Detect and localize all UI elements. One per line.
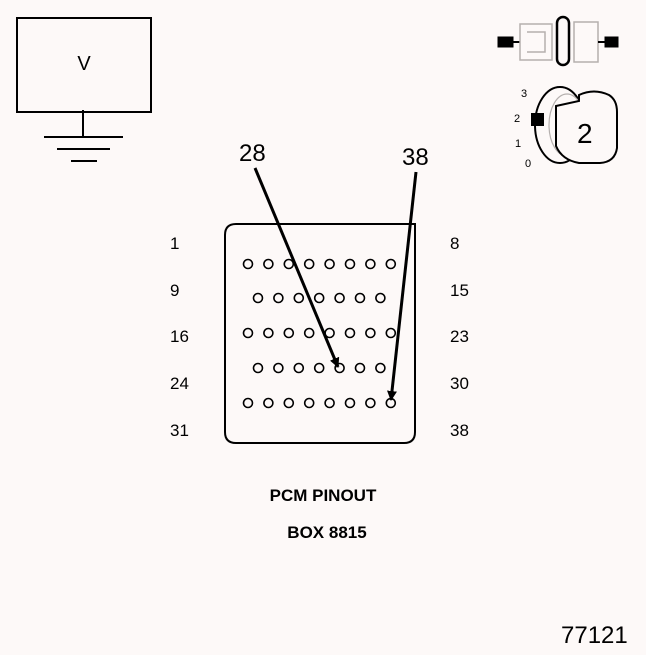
- connector-pin: [263, 258, 274, 270]
- ignition-key-position: 2: [577, 118, 593, 149]
- connector-pin: [303, 327, 315, 339]
- connector-pin: [375, 362, 386, 374]
- caption-title: PCM PINOUT: [269, 486, 377, 505]
- ignition-position-3: 3: [521, 88, 528, 100]
- row-label-left-2: 9: [170, 281, 180, 300]
- voltmeter-label: V: [77, 53, 91, 75]
- connector-pin: [303, 258, 315, 270]
- row-label-right-5: 38: [450, 421, 469, 440]
- connector-pin: [365, 258, 376, 270]
- callout-pin-28: 28: [239, 140, 266, 167]
- connector-pins: [242, 258, 397, 409]
- ignition-position-2: 2: [514, 113, 521, 125]
- connector-pin: [242, 397, 254, 409]
- connector-body: [224, 223, 416, 444]
- row-label-right-3: 23: [450, 327, 469, 346]
- connector-pin: [385, 258, 397, 270]
- callout-arrow-38: [387, 171, 418, 401]
- connector-pin: [283, 397, 295, 409]
- connector-pin: [252, 362, 264, 374]
- caption-subtitle: BOX 8815: [287, 523, 367, 542]
- connector-pin: [273, 362, 284, 374]
- connector-pin: [303, 397, 315, 409]
- connector-pin: [293, 292, 305, 304]
- connector-pin: [354, 362, 366, 374]
- connector-pin: [344, 327, 356, 339]
- row-label-left-4: 24: [170, 374, 189, 393]
- connector-pin: [324, 397, 335, 409]
- callout-arrow-28: [253, 167, 340, 368]
- connector-pin: [263, 397, 274, 409]
- row-label-right-4: 30: [450, 374, 469, 393]
- connector-pin: [283, 258, 295, 270]
- connector-pin: [313, 362, 325, 374]
- connector-pin: [354, 292, 366, 304]
- connector-pin: [365, 397, 376, 409]
- ignition-switch-icon: [531, 86, 618, 164]
- ignition-position-0: 0: [525, 158, 532, 170]
- connector-pin: [313, 292, 325, 304]
- row-label-left-5: 31: [170, 421, 189, 440]
- connector-pin: [344, 258, 356, 270]
- connector-pin: [375, 292, 386, 304]
- ground-symbol: [44, 110, 123, 162]
- connector-pin: [242, 258, 254, 270]
- connector-pin: [273, 292, 284, 304]
- key-plug-icon: [497, 15, 619, 67]
- connector-pin: [283, 327, 295, 339]
- row-label-left-1: 1: [170, 234, 180, 253]
- voltmeter-box: V: [16, 17, 152, 113]
- figure-number: 77121: [561, 622, 628, 649]
- connector-pin: [344, 397, 356, 409]
- connector-pin: [242, 327, 254, 339]
- ignition-position-1: 1: [515, 138, 522, 150]
- row-label-right-2: 15: [450, 281, 469, 300]
- row-label-left-3: 16: [170, 327, 189, 346]
- connector-pin: [252, 292, 264, 304]
- row-label-right-1: 8: [450, 234, 460, 253]
- connector-pin: [334, 292, 345, 304]
- connector-pin: [293, 362, 305, 374]
- connector-pin: [385, 327, 397, 339]
- connector-pin: [365, 327, 376, 339]
- callout-pin-38: 38: [402, 144, 429, 171]
- connector-pin: [324, 258, 335, 270]
- connector-pin: [263, 327, 274, 339]
